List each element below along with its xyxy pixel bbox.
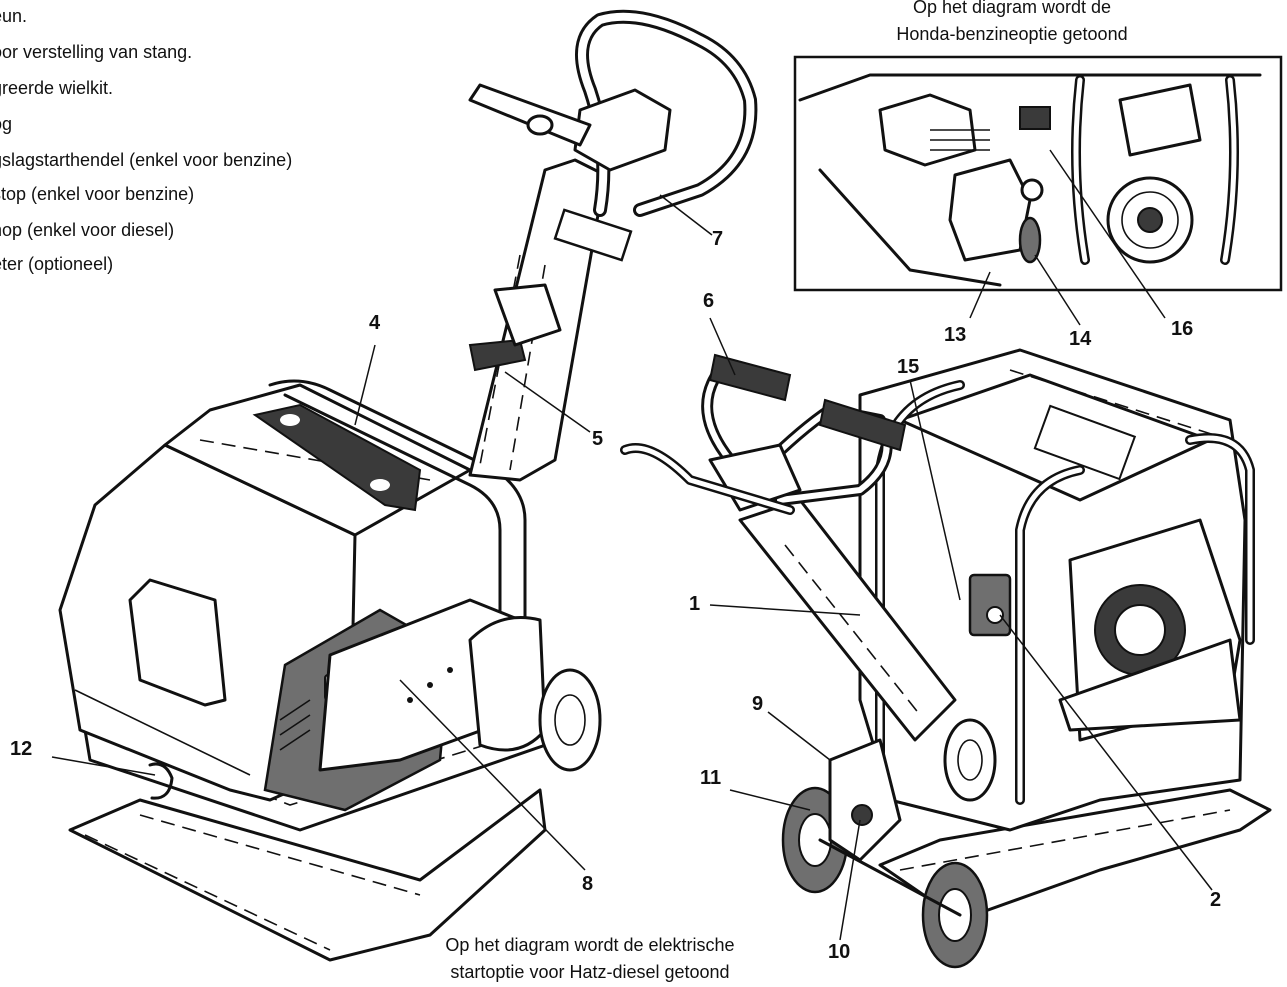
callout-8: 8 [582, 873, 594, 895]
bottom-caption-line2: startoptie voor Hatz-diesel getoond [450, 962, 730, 982]
legend-item-support: eun. [0, 6, 28, 26]
inset-caption-line2: Honda-benzineoptie getoond [896, 24, 1128, 44]
legend-item-diesel-button: nop (enkel voor diesel) [0, 220, 175, 240]
callout-9: 9 [752, 693, 764, 715]
right-machine [620, 348, 1272, 969]
left-handle-latch [468, 338, 527, 372]
inset-caption: Op het diagram wordt de Honda-benzineopt… [842, 0, 1182, 48]
callout-4: 4 [369, 312, 381, 334]
callout-7: 7 [712, 228, 724, 250]
inset-engine-block [948, 158, 1032, 262]
left-throttle-head [573, 88, 672, 172]
right-grip-left [708, 353, 792, 402]
right-control-panel [968, 573, 1012, 637]
callout-1: 1 [689, 593, 701, 615]
inset-fuel-cock [1018, 216, 1042, 264]
left-side-guard [468, 616, 547, 752]
left-machine [58, 9, 758, 962]
legend-item-meter: eter (optioneel) [0, 254, 114, 274]
left-base-plate [68, 788, 547, 962]
inset-switch [1019, 106, 1051, 130]
callout-5: 5 [592, 428, 604, 450]
callout-16: 16 [1171, 318, 1194, 340]
legend-item-recoil-starter: gslagstarthendel (enkel voor benzine) [0, 150, 293, 170]
callout-12: 12 [10, 738, 33, 760]
callout-2: 2 [1210, 889, 1222, 911]
right-wheel-lock [851, 804, 873, 826]
left-hood-window [128, 578, 227, 707]
callout-11: 11 [700, 767, 722, 789]
callout-13: 13 [944, 324, 967, 346]
legend-item-wheel-kit: greerde wielkit. [0, 78, 114, 98]
callout-15: 15 [897, 356, 920, 378]
right-side-panel [1058, 638, 1242, 732]
legend-item-lifting-eye: og [0, 114, 13, 134]
inset [793, 55, 1283, 292]
left-front-loop [148, 762, 174, 800]
right-wheel-bracket [828, 738, 902, 862]
callout-10: 10 [828, 941, 851, 963]
legend-item-handle-adjust: oor verstelling van stang. [0, 42, 193, 62]
callout-6: 6 [703, 290, 715, 312]
callout-14: 14 [1069, 328, 1092, 350]
bottom-caption: Op het diagram wordt de elektrische star… [390, 932, 790, 986]
left-grip [468, 83, 592, 147]
inset-stop-button [1020, 178, 1044, 202]
inset-caption-line1: Op het diagram wordt de [912, 0, 1112, 17]
bottom-caption-line1: Op het diagram wordt de elektrische [445, 935, 735, 955]
leader-lines [51, 149, 1213, 941]
left-wheel [538, 668, 602, 772]
legend-item-stop: stop (enkel voor benzine) [0, 184, 195, 204]
right-grip-right [818, 398, 907, 452]
